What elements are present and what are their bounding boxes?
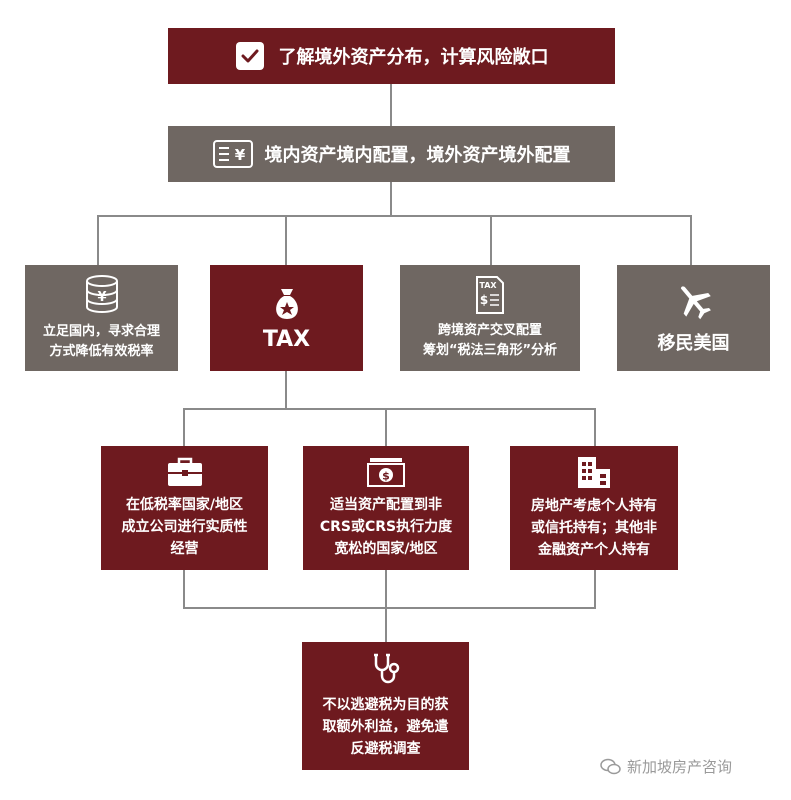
connector-second-down [390, 182, 392, 216]
connector-row2-drop-2 [385, 408, 387, 446]
top-step-text: 了解境外资产分布，计算风险敞口 [278, 47, 549, 68]
connector-row2-bottom-horizontal [183, 607, 596, 609]
row1-card-domestic: ¥ 立足国内，寻求合理 方式降低有效税率 [25, 265, 178, 371]
connector-row1-drop-4 [690, 215, 692, 265]
second-step-box: ¥ 境内资产境内配置，境外资产境外配置 [168, 126, 615, 182]
connector-top-to-second [390, 84, 392, 126]
connector-row2-drop-1 [183, 408, 185, 446]
briefcase-icon [166, 456, 204, 488]
svg-text:¥: ¥ [234, 146, 245, 164]
svg-text:¥: ¥ [97, 290, 106, 305]
row2-card-crs-line1: 适当资产配置到非 [330, 497, 442, 513]
banknote-dollar-icon: $ [366, 456, 406, 488]
svg-text:$: $ [382, 470, 390, 483]
row2-card-company-line1: 在低税率国家/地区 [125, 497, 244, 513]
tax-document-icon-label: TAX [479, 281, 497, 290]
bottom-step-line3: 反避税调查 [350, 741, 421, 757]
row2-card-crs-line3: 宽松的国家/地区 [334, 541, 438, 557]
row1-card-immigration-label: 移民美国 [657, 333, 730, 354]
row2-card-company-line2: 成立公司进行实质性 [121, 519, 248, 535]
row2-card-company: 在低税率国家/地区 成立公司进行实质性 经营 [101, 446, 268, 570]
row1-card-domestic-line1: 立足国内，寻求合理 [42, 324, 160, 339]
connector-row2-rise-2 [385, 570, 387, 642]
row2-card-realestate-line3: 金融资产个人持有 [538, 542, 650, 558]
connector-row1-drop-2 [285, 215, 287, 265]
connector-row1-drop-1 [97, 215, 99, 265]
stethoscope-icon [368, 652, 404, 688]
row1-card-crossborder: TAX $ 跨境资产交叉配置 筹划“税法三角形”分析 [400, 265, 580, 371]
connector-row2-rise-3 [594, 570, 596, 608]
connector-tax-down [285, 371, 287, 409]
wechat-icon [600, 758, 622, 776]
row1-card-tax-label: TAX [262, 326, 311, 352]
connector-row1-drop-3 [490, 215, 492, 265]
connector-row2-rise-1 [183, 570, 185, 608]
bottom-step-box: 不以逃避税为目的获 取额外利益，避免遣 反避税调查 [302, 642, 469, 770]
bottom-step-line1: 不以逃避税为目的获 [322, 697, 449, 713]
money-bag-icon [270, 285, 304, 321]
row2-card-company-line3: 经营 [170, 541, 199, 557]
row2-card-crs-line2: CRS或CRS执行力度 [319, 519, 453, 535]
row2-card-crs: $ 适当资产配置到非 CRS或CRS执行力度 宽松的国家/地区 [303, 446, 469, 570]
row1-card-immigration: 移民美国 [617, 265, 770, 371]
row1-card-crossborder-line1: 跨境资产交叉配置 [437, 323, 542, 338]
watermark-text: 新加坡房产咨询 [627, 758, 733, 776]
connector-row2-drop-3 [594, 408, 596, 446]
top-step-box: 了解境外资产分布，计算风险敞口 [168, 28, 615, 84]
row1-card-tax: TAX [210, 265, 363, 371]
watermark: 新加坡房产咨询 [600, 756, 732, 777]
tax-document-icon: TAX $ [475, 275, 505, 315]
row2-card-realestate-line1: 房地产考虑个人持有 [531, 498, 657, 514]
second-step-text: 境内资产境内配置，境外资产境外配置 [264, 145, 571, 166]
connector-row1-horizontal [97, 215, 692, 217]
checkbox-icon [235, 41, 265, 71]
bottom-step-line2: 取额外利益，避免遣 [322, 719, 449, 735]
row2-card-realestate-line2: 或信托持有；其他非 [531, 520, 657, 536]
row1-card-domestic-line2: 方式降低有效税率 [49, 344, 154, 359]
building-icon [575, 455, 613, 489]
coins-yen-icon: ¥ [83, 274, 121, 314]
svg-text:$: $ [480, 293, 488, 307]
airplane-icon [674, 281, 714, 321]
row1-card-crossborder-line2: 筹划“税法三角形”分析 [422, 343, 558, 358]
connector-row2-horizontal [183, 408, 595, 410]
yen-list-icon: ¥ [212, 140, 253, 168]
row2-card-realestate: 房地产考虑个人持有 或信托持有；其他非 金融资产个人持有 [510, 446, 678, 570]
